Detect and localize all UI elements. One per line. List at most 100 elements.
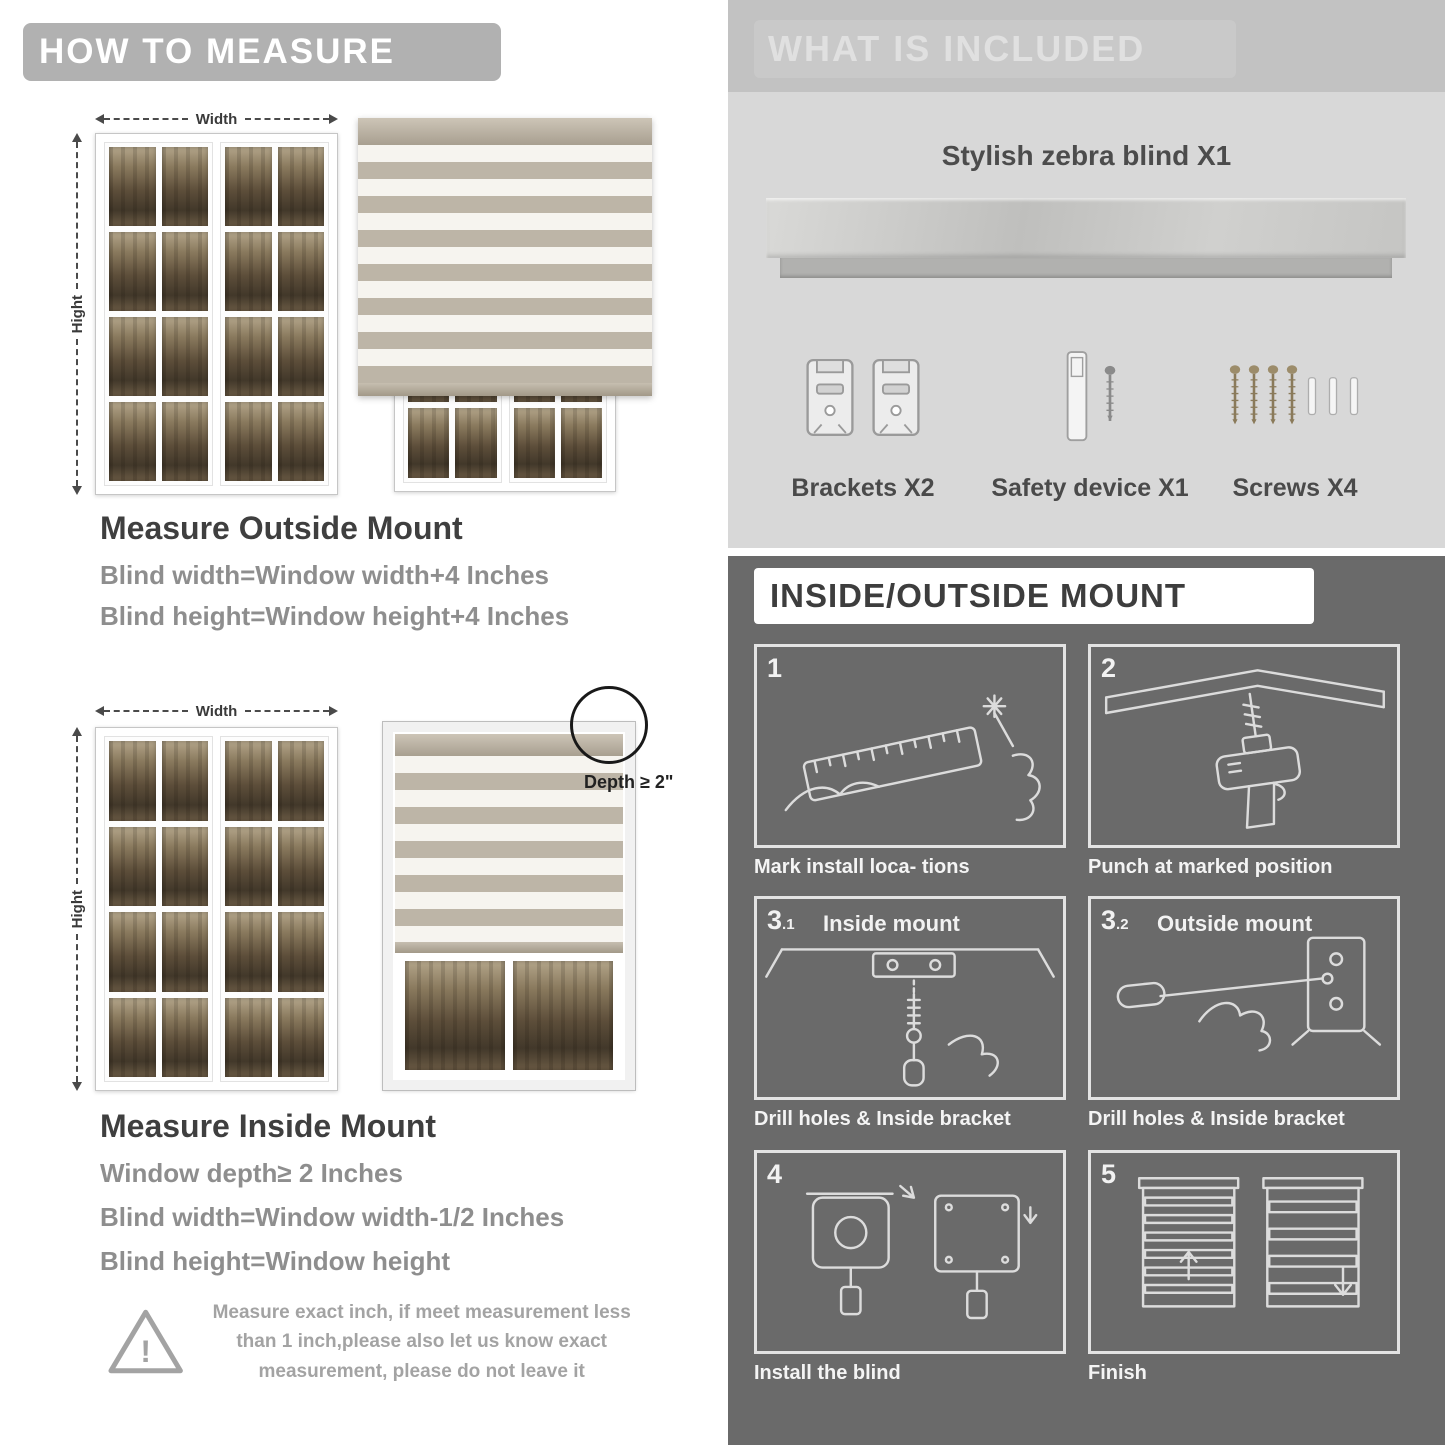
safety-device-label: Safety device X1: [991, 474, 1189, 502]
step-5: 5: [1088, 1150, 1400, 1385]
screw-icon: [1104, 365, 1116, 421]
screw-icon: [1267, 365, 1279, 425]
depth-note: Depth ≥ 2": [584, 772, 674, 792]
screw-icon: [1248, 365, 1260, 425]
height-arrow: Hight: [64, 727, 90, 1092]
mount-instructions-section: INSIDE/OUTSIDE MOUNT 1: [728, 556, 1445, 1445]
height-arrow: Hight: [64, 133, 90, 496]
window-panel: [220, 142, 329, 486]
window-pane: [408, 408, 450, 478]
install-blind-illustration: [805, 1184, 1038, 1320]
window-pane: [225, 317, 272, 396]
outside-bracket-illustration: [1116, 936, 1382, 1052]
bracket-icon: [872, 358, 920, 436]
screw-icon: [1229, 365, 1241, 425]
step-3-1-title: Inside mount: [823, 911, 960, 936]
right-column: WHAT IS INCLUDED Stylish zebra blind X1: [728, 0, 1445, 1445]
window-pane: [277, 997, 324, 1077]
width-label: Width: [195, 110, 238, 128]
window-pane: [109, 147, 156, 226]
window-pane: [513, 961, 613, 1070]
window-pane: [161, 317, 208, 396]
window-pane: [225, 741, 272, 821]
step-2: 2: [1088, 644, 1400, 879]
step-3-2-caption: Drill holes & Inside bracket: [1088, 1108, 1345, 1130]
outside-mount-title: Measure Outside Mount: [100, 510, 463, 546]
step-4-caption: Install the blind: [754, 1362, 901, 1384]
step-3-2-title: Outside mount: [1157, 911, 1313, 936]
screws-label: Screws X4: [1232, 474, 1358, 502]
window-pane: [225, 826, 272, 906]
step-1: 1 Mark install loca- tions: [754, 644, 1066, 879]
arrow-up-icon: [72, 133, 82, 142]
blind-cassette: [358, 118, 652, 145]
mark-location-illustration: [784, 694, 1041, 822]
window-pane: [277, 741, 324, 821]
inside-bracket-illustration: [765, 948, 1055, 1087]
safety-device-icon: [1066, 351, 1088, 442]
arrow-down-icon: [72, 486, 82, 496]
zebra-blind-label: Stylish zebra blind X1: [941, 140, 1232, 171]
how-to-measure-header: HOW TO MEASURE: [23, 23, 501, 81]
arrow-up-icon: [72, 727, 82, 736]
window-pane: [109, 826, 156, 906]
window-pane: [225, 232, 272, 311]
window-pane: [277, 912, 324, 992]
window-pane: [513, 408, 555, 478]
width-label: Width: [195, 702, 238, 720]
what-is-included-section: WHAT IS INCLUDED Stylish zebra blind X1: [728, 0, 1445, 548]
inside-mount-line-3: Blind height=Window height: [100, 1246, 450, 1276]
step-4: 4 Ins: [754, 1150, 1066, 1385]
window-panel: [405, 961, 613, 1070]
depth-highlight-circle: [570, 686, 648, 764]
width-arrow: Width: [95, 700, 339, 722]
window-pane: [161, 997, 208, 1077]
zebra-blind-inside: [395, 734, 623, 953]
window-panel: [104, 142, 213, 486]
drill-illustration: [1104, 669, 1385, 829]
window-pane: [161, 402, 208, 481]
window-pane: [161, 826, 208, 906]
wall-anchor-icon: [1307, 377, 1317, 416]
step-3-1-caption: Drill holes & Inside bracket: [754, 1108, 1011, 1130]
window-pane: [109, 997, 156, 1077]
zebra-blind-outside: [358, 118, 652, 396]
window-pane: [109, 912, 156, 992]
window-pane: [225, 402, 272, 481]
window-pane: [109, 741, 156, 821]
window-pane: [277, 402, 324, 481]
window-pane: [161, 232, 208, 311]
arrow-left-icon: [95, 706, 104, 716]
blind-stripes: [395, 756, 623, 942]
inside-mount-title: Measure Inside Mount: [100, 1108, 437, 1144]
outside-mount-line-2: Blind height=Window height+4 Inches: [100, 601, 570, 631]
blind-headrail-image: [766, 198, 1406, 258]
window-photo-outside: [95, 133, 338, 495]
outside-mount-blind-figure: [358, 118, 652, 495]
blind-bottom-rail: [395, 942, 623, 953]
arrow-down-icon: [72, 1082, 82, 1092]
blind-cassette: [395, 734, 623, 756]
window-pane: [109, 232, 156, 311]
inside-mount-line-2: Blind width=Window width-1/2 Inches: [100, 1202, 565, 1232]
window-photo-inside: [95, 727, 338, 1091]
window-panel: [220, 736, 329, 1082]
outside-mount-line-1: Blind width=Window width+4 Inches: [100, 560, 549, 590]
step-3-1: 3.1 Inside mount: [754, 896, 1066, 1131]
window-pane: [560, 408, 602, 478]
how-to-measure-section: HOW TO MEASURE Width Hight: [0, 0, 712, 1445]
blind-stripes: [358, 145, 652, 383]
blind-bottom-rail: [358, 383, 652, 396]
window-pane: [161, 741, 208, 821]
window-pane: [225, 147, 272, 226]
brackets-label: Brackets X2: [791, 474, 935, 502]
window-pane: [109, 317, 156, 396]
what-is-included-header: WHAT IS INCLUDED: [754, 20, 1236, 78]
step-1-caption: Mark install loca- tions: [754, 856, 970, 878]
window-pane: [225, 912, 272, 992]
window-pane: [161, 912, 208, 992]
window-pane: [277, 147, 324, 226]
screws-item: Screws X4: [1180, 336, 1410, 503]
window-pane: [225, 997, 272, 1077]
